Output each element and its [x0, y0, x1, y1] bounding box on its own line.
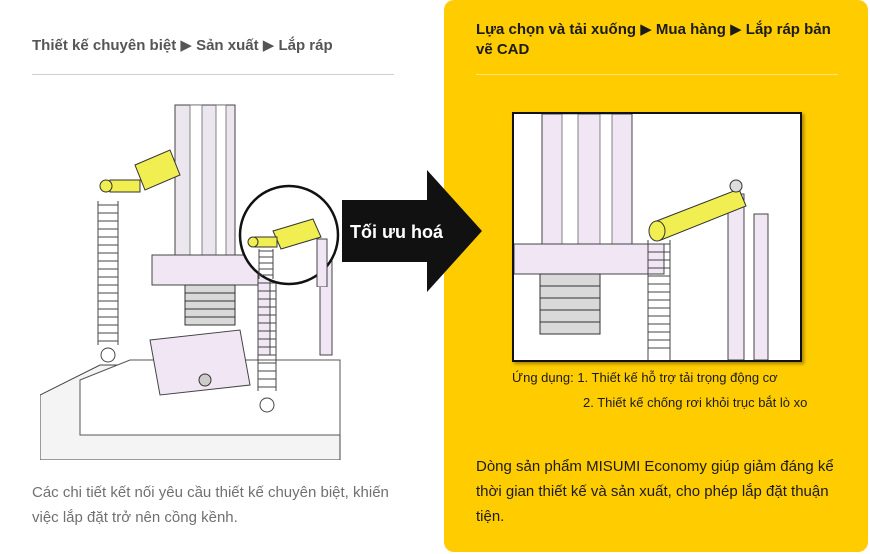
optimized-solution-panel: Lựa chọn và tải xuống ▶ Mua hàng ▶ Lắp r…	[444, 0, 868, 552]
left-caption: Các chi tiết kết nối yêu cầu thiết kế ch…	[32, 484, 389, 526]
optimized-assembly-drawing	[513, 113, 769, 361]
right-description: Dòng sản phẩm MISUMI Economy giúp giảm đ…	[476, 458, 834, 525]
right-header-title: Lựa chọn và tải xuống ▶ Mua hàng ▶ Lắp r…	[476, 21, 831, 58]
optimized-design-illustration	[512, 112, 802, 362]
application-line-1: Ứng dụng: 1. Thiết kế hỗ trợ tải trọng đ…	[512, 370, 778, 385]
left-divider	[32, 74, 394, 75]
custom-design-illustration	[40, 104, 341, 460]
optimize-label: Tối ưu hoá	[350, 222, 444, 242]
application-line-2: 2. Thiết kế chống rơi khỏi trục bắt lò x…	[583, 395, 808, 410]
arrow-shape-icon	[342, 170, 482, 292]
magnifier-zoom-icon	[238, 184, 340, 287]
optimize-arrow	[342, 170, 482, 292]
left-header-title: Thiết kế chuyên biệt ▶ Sản xuất ▶ Lắp rá…	[32, 37, 333, 54]
right-divider	[476, 74, 838, 75]
